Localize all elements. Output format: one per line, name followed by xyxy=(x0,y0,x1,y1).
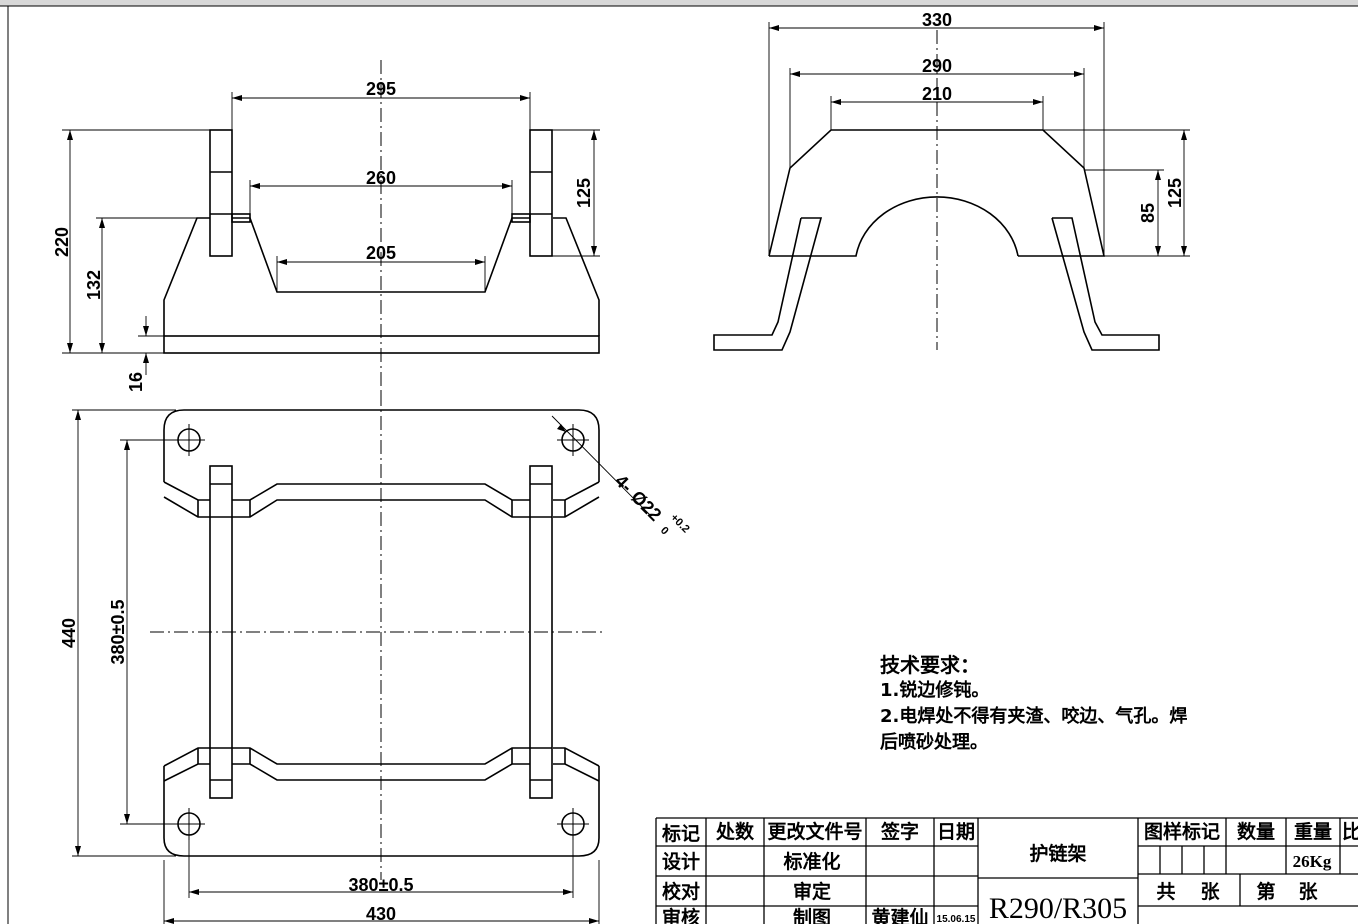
dim-380-horizontal: 380±0.5 xyxy=(349,875,414,895)
technical-requirements: 技术要求： 1.锐边修钝。 2.电焊处不得有夹渣、咬边、气孔。焊 后喷砂处理。 xyxy=(880,652,1260,756)
front-view: 295 260 205 220 132 16 125 xyxy=(52,60,600,400)
tb-part-number: R290/R305 xyxy=(989,892,1127,924)
tb-header-sign: 签字 xyxy=(880,820,919,843)
tb-total: 共 xyxy=(1156,881,1175,903)
tb-approve: 审定 xyxy=(793,880,831,903)
notes-item-2b: 后喷砂处理。 xyxy=(880,732,988,753)
tb-header-count: 处数 xyxy=(715,820,755,843)
dim-132: 132 xyxy=(84,270,104,300)
dim-290: 290 xyxy=(922,56,952,76)
tb-drawer-date: 15.06.15 xyxy=(937,914,976,924)
tb-sheets2: 张 xyxy=(1298,881,1318,903)
tb-header-mark: 标记 xyxy=(662,823,700,845)
dim-16: 16 xyxy=(126,372,146,392)
tb-header-doc: 更改文件号 xyxy=(767,820,862,843)
dim-205: 205 xyxy=(366,243,396,263)
tb-review: 审核 xyxy=(662,906,700,924)
tb-check: 校对 xyxy=(662,880,700,903)
tb-pattern-mark: 图样标记 xyxy=(1144,820,1220,843)
tb-header-date: 日期 xyxy=(937,821,975,843)
tb-weight-value: 26Kg xyxy=(1293,852,1332,871)
dim-85: 85 xyxy=(1138,203,1158,223)
tb-sheet-no: 第 xyxy=(1256,880,1275,903)
notes-item-2a: 2.电焊处不得有夹渣、咬边、气孔。焊 xyxy=(880,706,1188,727)
dim-125-left: 125 xyxy=(574,178,594,208)
tb-standardize: 标准化 xyxy=(783,850,840,873)
side-view: 330 290 210 85 125 xyxy=(713,10,1190,351)
dim-380-vertical: 380±0.5 xyxy=(108,600,128,665)
tb-sheets: 张 xyxy=(1200,881,1220,903)
dim-330: 330 xyxy=(922,10,952,30)
hole-tol-lower: 0 xyxy=(658,525,671,538)
title-block: 标记 处数 更改文件号 签字 日期 设计 校对 审核 标准化 审定 制图 黄建仙… xyxy=(655,817,1358,924)
plan-view: 4- Ø22 +0.2 0 440 380±0.5 380±0.5 430 xyxy=(59,392,692,924)
dim-210: 210 xyxy=(922,84,952,104)
dim-260: 260 xyxy=(366,168,396,188)
dim-295: 295 xyxy=(366,79,396,99)
tb-scale: 比 xyxy=(1342,821,1358,843)
hole-callout-dia: Ø22 xyxy=(627,487,665,525)
tb-design: 设计 xyxy=(662,851,700,873)
tb-weight: 重量 xyxy=(1294,821,1332,843)
notes-title: 技术要求： xyxy=(880,653,980,677)
tb-part-name: 护链架 xyxy=(1029,842,1086,865)
dim-125-right: 125 xyxy=(1165,178,1185,208)
tb-quantity: 数量 xyxy=(1237,820,1275,843)
tb-drawer-name: 黄建仙 xyxy=(871,906,928,924)
notes-item-1: 1.锐边修钝。 xyxy=(880,680,990,701)
mounting-holes xyxy=(173,424,589,840)
dim-430: 430 xyxy=(366,904,396,924)
hole-callout-count: 4- xyxy=(611,471,636,496)
dim-220: 220 xyxy=(52,227,72,257)
tb-draw: 制图 xyxy=(793,906,831,924)
dim-440: 440 xyxy=(59,618,79,648)
hole-tol-upper: +0.2 xyxy=(668,512,692,536)
